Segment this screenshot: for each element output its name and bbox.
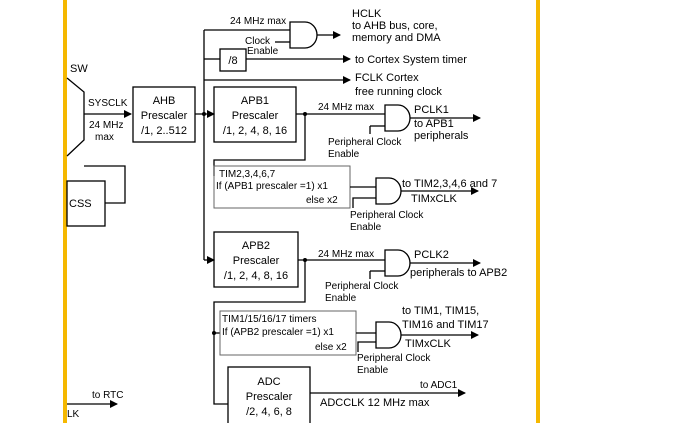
tim-apb2-enable-2: Enable xyxy=(357,365,389,376)
hclk-label: HCLK xyxy=(352,8,382,20)
tim-apb2-line3: else x2 xyxy=(315,342,347,353)
hclk-desc-2: memory and DMA xyxy=(352,32,441,44)
tim-apb1-and-gate xyxy=(375,177,402,205)
to-rtc-label: to RTC xyxy=(92,390,124,401)
pclk1-label: PCLK1 xyxy=(414,104,449,116)
tim-apb2-and-gate xyxy=(375,321,402,349)
ahb-line2: Prescaler xyxy=(141,110,188,122)
pclk2-enable-1: Peripheral Clock xyxy=(325,281,399,292)
sysclk-max-label: 24 MHz xyxy=(89,120,123,131)
junction-tim2 xyxy=(212,331,216,335)
pclk2-and-gate xyxy=(384,249,411,277)
apb1-line1: APB1 xyxy=(241,95,269,107)
css-label: CSS xyxy=(69,198,92,210)
apb1-max-label: 24 MHz max xyxy=(318,102,374,113)
tim-apb1-line3: else x2 xyxy=(306,195,338,206)
apb2-line1: APB2 xyxy=(242,240,270,252)
pclk1-desc-1: to APB1 xyxy=(414,118,454,130)
tim-apb1-out-2: TIMxCLK xyxy=(411,193,458,205)
div8-label: /8 xyxy=(228,55,237,67)
tim-apb1-enable-1: Peripheral Clock xyxy=(350,210,424,221)
hclk-desc-1: to AHB bus, core, xyxy=(352,20,438,32)
hclk-and-gate xyxy=(289,21,318,49)
clock-enable-label-1: Clock xyxy=(245,36,271,47)
pclk1-enable-1: Peripheral Clock xyxy=(328,137,402,148)
adc-to-label: to ADC1 xyxy=(420,380,458,391)
frame-left-bar xyxy=(63,0,67,423)
div8-box xyxy=(219,48,247,72)
fclk-desc: free running clock xyxy=(355,86,442,98)
tim-apb2-out-1: to TIM1, TIM15, xyxy=(402,305,479,317)
tim-apb1-out-1: to TIM2,3,4,6 and 7 xyxy=(402,178,497,190)
apb2-line3: /1, 2, 4, 8, 16 xyxy=(224,270,288,282)
tim-apb2-enable-1: Peripheral Clock xyxy=(357,353,431,364)
hclk-max-label: 24 MHz max xyxy=(230,16,286,27)
adc-clk-label: ADCCLK 12 MHz max xyxy=(320,397,430,409)
tim-apb1-line1: TIM2,3,4,6,7 xyxy=(219,169,276,180)
tim-apb2-line2: If (APB2 prescaler =1) x1 xyxy=(222,327,334,338)
adc-line1: ADC xyxy=(257,376,280,388)
pclk2-enable-2: Enable xyxy=(325,293,357,304)
sw-label: SW xyxy=(70,63,88,75)
apb1-line2: Prescaler xyxy=(232,110,279,122)
tim-apb2-out-3: TIMxCLK xyxy=(405,338,452,350)
cortex-timer-label: to Cortex System timer xyxy=(355,54,467,66)
apb2-max-label: 24 MHz max xyxy=(318,249,374,260)
tim-apb2-out-2: TIM16 and TIM17 xyxy=(402,319,489,331)
clock-enable-label-2: Enable xyxy=(247,46,279,57)
frame-right-bar xyxy=(536,0,540,423)
mux-shape xyxy=(66,77,85,157)
pclk1-enable-2: Enable xyxy=(328,149,360,160)
tim-apb1-enable-2: Enable xyxy=(350,222,382,233)
sysclk-label: SYSCLK xyxy=(88,98,128,109)
adc-prescaler-box xyxy=(227,366,311,423)
ahb-line3: /1, 2..512 xyxy=(141,125,187,137)
tim-apb2-line1: TIM1/15/16/17 timers xyxy=(222,314,316,325)
ahb-line1: AHB xyxy=(153,95,176,107)
pclk2-desc: peripherals to APB2 xyxy=(410,267,507,279)
pclk2-label: PCLK2 xyxy=(414,249,449,261)
adc-line2: Prescaler xyxy=(246,391,293,403)
pclk1-and-gate xyxy=(384,104,411,132)
apb2-line2: Prescaler xyxy=(233,255,280,267)
lk-label: LK xyxy=(67,409,80,420)
tim-apb1-line2: If (APB1 prescaler =1) x1 xyxy=(216,181,328,192)
pclk1-desc-2: peripherals xyxy=(414,130,469,142)
apb1-line3: /1, 2, 4, 8, 16 xyxy=(223,125,287,137)
adc-line3: /2, 4, 6, 8 xyxy=(246,406,292,418)
fclk-label: FCLK Cortex xyxy=(355,72,419,84)
sysclk-max-label-2: max xyxy=(95,132,114,143)
